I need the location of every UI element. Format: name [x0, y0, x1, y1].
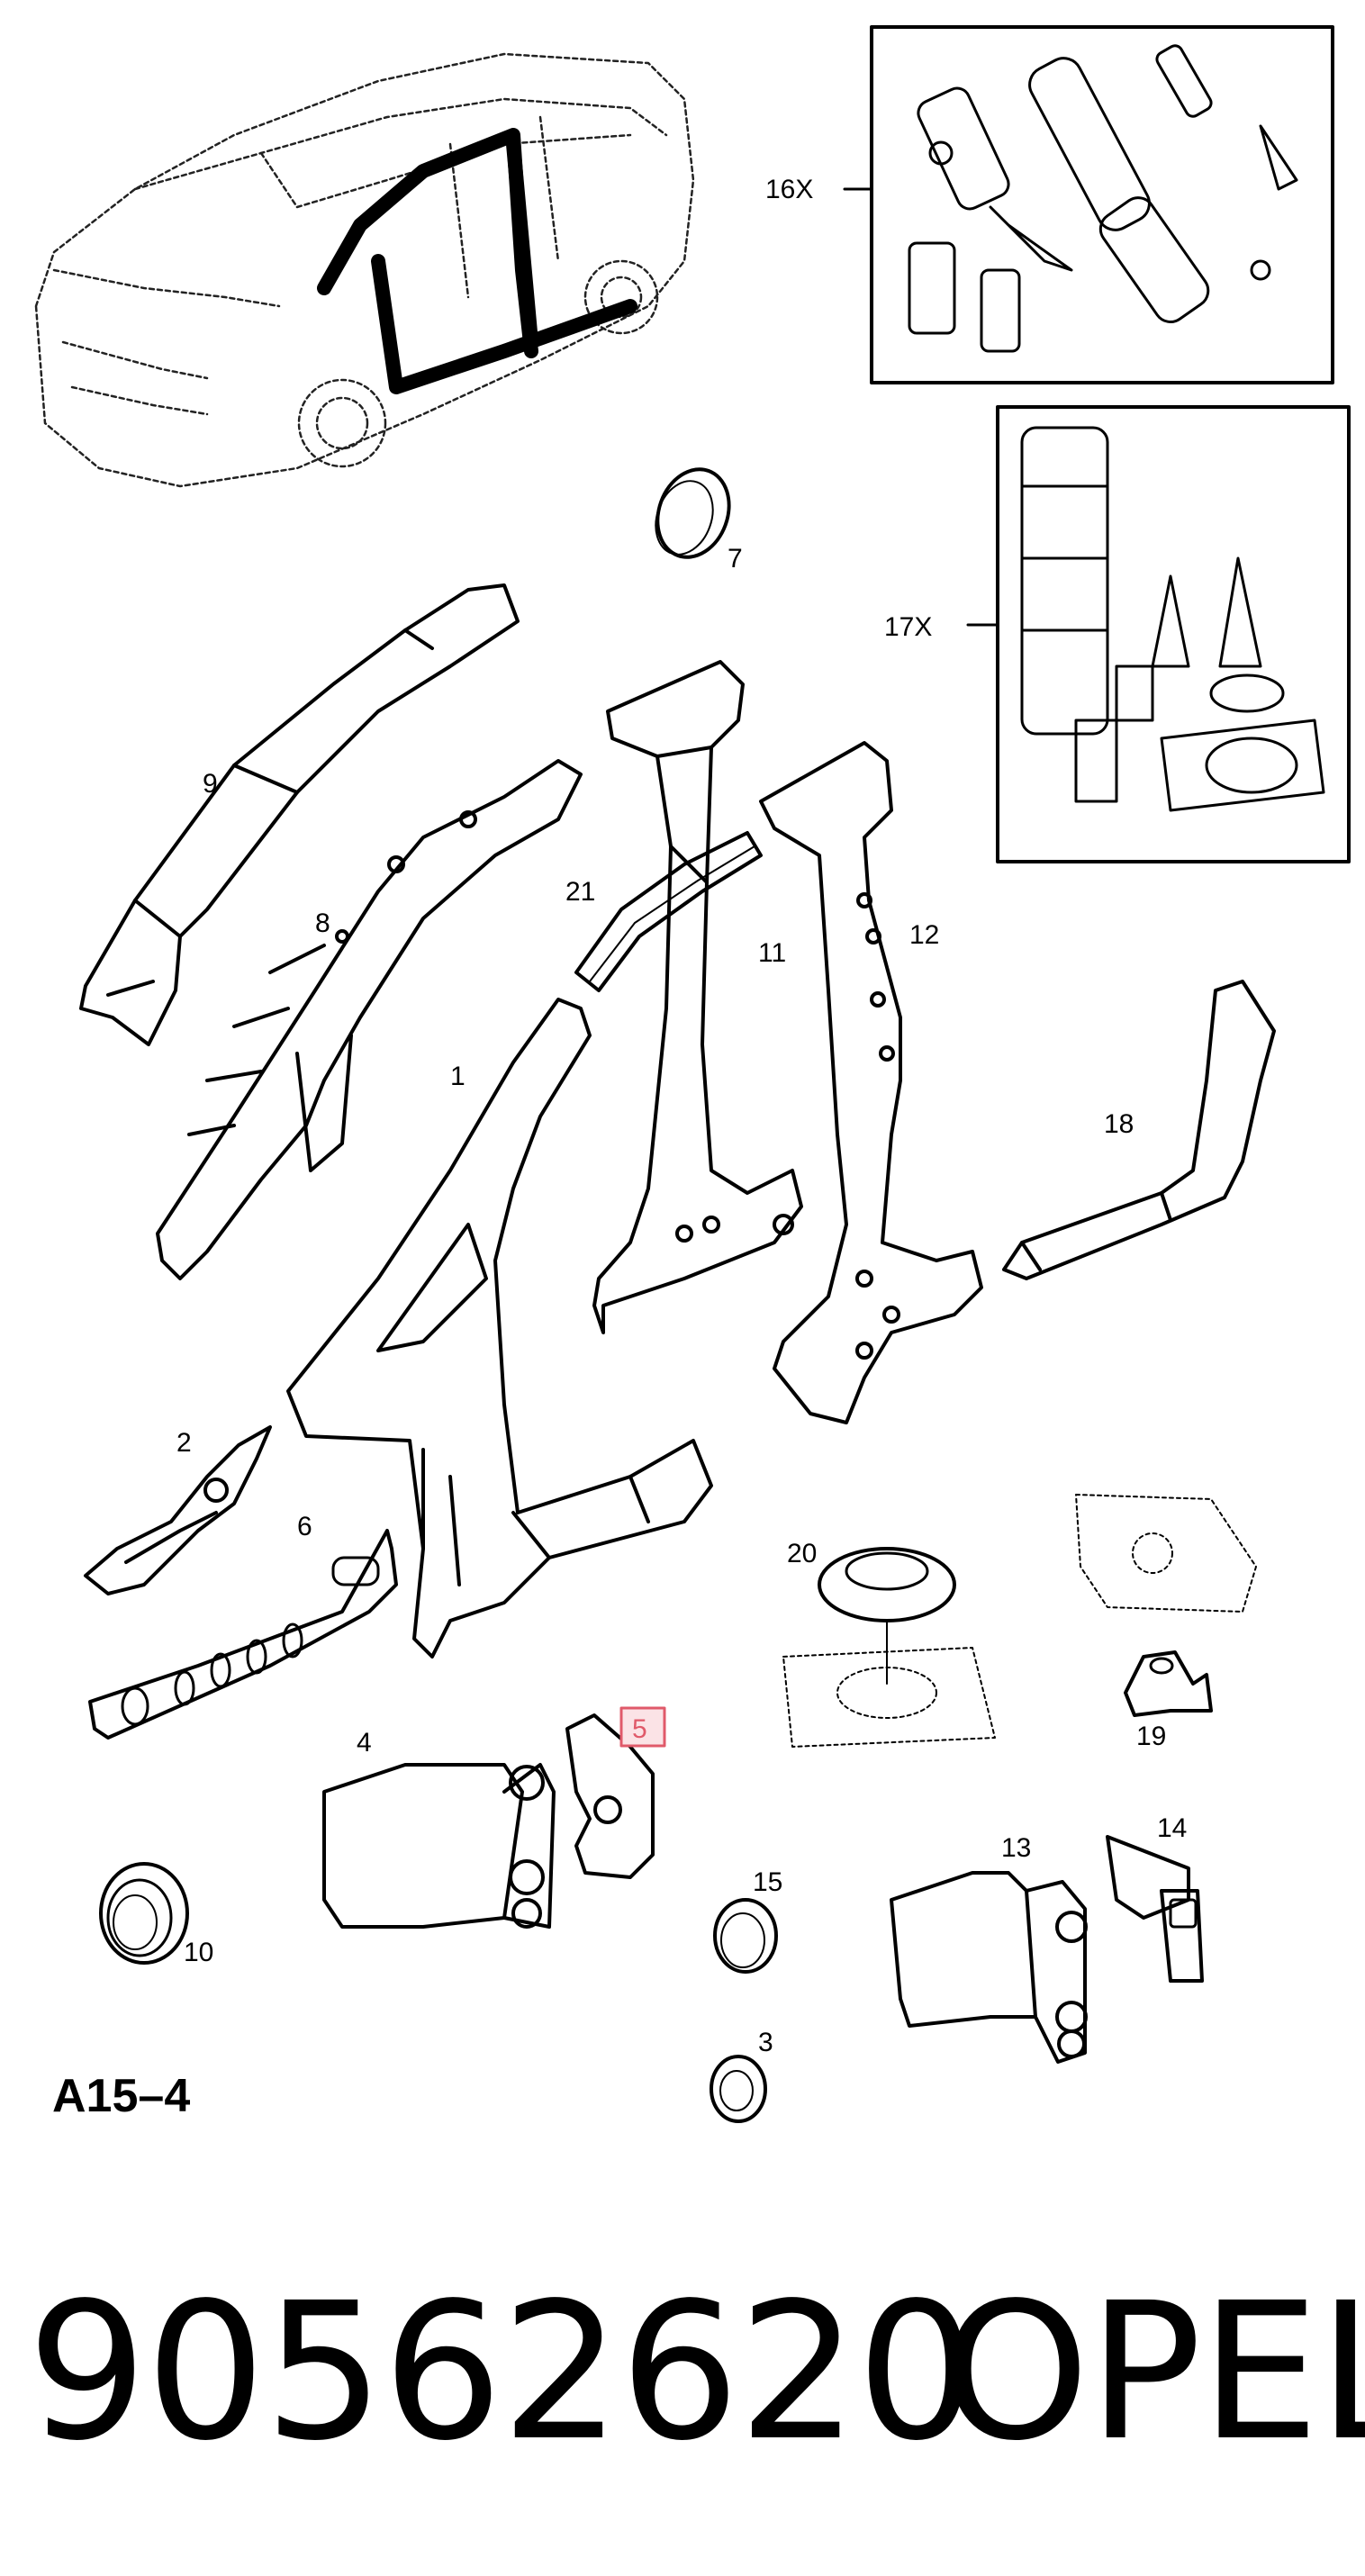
- callout-12: 12: [909, 920, 939, 950]
- callout-7: 7: [728, 544, 743, 574]
- callout-14: 14: [1157, 1813, 1187, 1843]
- part-14-check-strap: [1106, 1835, 1204, 1983]
- part-number: 90562620: [27, 2262, 977, 2482]
- brand-name: OPEL: [941, 2262, 1365, 2482]
- part-20-grommet: [782, 1547, 996, 1748]
- part-1-pillar-panel: [286, 998, 713, 1659]
- vehicle-overview-illustration: [34, 52, 695, 488]
- callout-13: 13: [1001, 1833, 1031, 1863]
- part-5-hinge-bracket: [565, 1713, 655, 1879]
- callout-5: 5: [632, 1714, 647, 1744]
- callout-2: 2: [176, 1428, 192, 1458]
- highlight-box: [619, 1706, 666, 1748]
- callout-21: 21: [565, 877, 595, 907]
- part-4-hinge: [322, 1763, 556, 1929]
- callout-16x: 16X: [765, 175, 813, 204]
- callout-8: 8: [315, 908, 330, 938]
- part-3-plug: [710, 2055, 767, 2123]
- callout-10: 10: [184, 1938, 213, 1967]
- callout-17x: 17X: [884, 612, 932, 642]
- part-11-bpillar-inner: [592, 660, 803, 1334]
- callout-9: 9: [203, 769, 218, 799]
- callout-18: 18: [1104, 1109, 1134, 1139]
- part-8-pillar-upper-inner: [156, 759, 583, 1280]
- part-12-bpillar-outer: [759, 741, 983, 1424]
- part-10-grommet-ring: [99, 1862, 189, 1965]
- part-9-roof-rail: [79, 583, 520, 1046]
- kit-16x-box: [843, 25, 1334, 384]
- callout-19: 19: [1136, 1722, 1166, 1751]
- callout-3: 3: [758, 2028, 773, 2057]
- callout-1: 1: [450, 1062, 466, 1091]
- part-6-sill-reinforcement: [88, 1529, 398, 1740]
- callout-11: 11: [758, 938, 786, 968]
- callout-6: 6: [297, 1512, 312, 1541]
- diagram-code: A15–4: [52, 2070, 190, 2122]
- part-2-bracket: [84, 1425, 272, 1595]
- part-19-clip: [1075, 1494, 1257, 1717]
- callout-20: 20: [787, 1539, 817, 1568]
- callout-labels: 16X 17X 7 9 8 21 11 12 1 18 2 6 20 19 4 …: [52, 175, 1187, 2122]
- part-13-rear-hinge: [890, 1871, 1088, 2064]
- kit-17x-box: [966, 405, 1351, 863]
- part-21-rail-strip: [574, 831, 763, 992]
- callout-4: 4: [357, 1728, 372, 1758]
- callout-15: 15: [753, 1867, 782, 1897]
- part-18-sill-section: [1002, 980, 1276, 1280]
- door-frame-highlight: [317, 128, 637, 394]
- part-7-plug: [655, 467, 731, 559]
- part-15-cap: [713, 1898, 778, 1974]
